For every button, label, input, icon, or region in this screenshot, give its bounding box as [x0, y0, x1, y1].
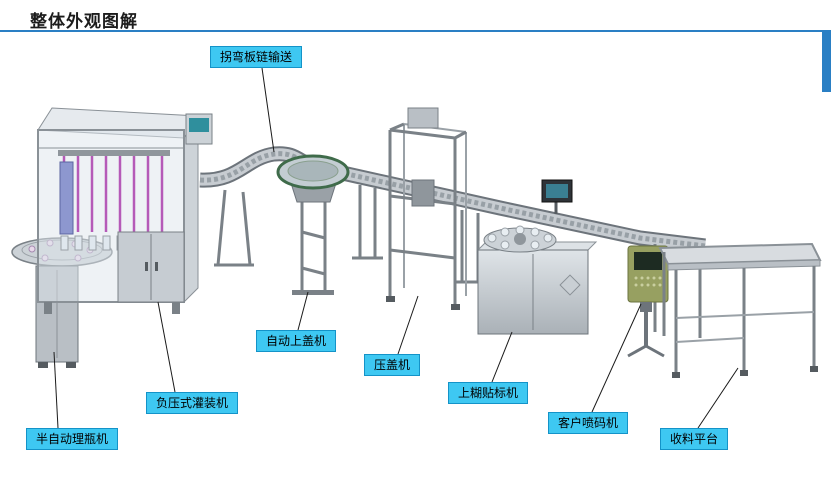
- callout-curve-conveyor: 拐弯板链输送: [210, 46, 303, 68]
- callout-bottle-unscrambler: 半自动理瓶机: [26, 428, 119, 450]
- title-rule: [0, 30, 831, 32]
- collect-platform-drawing: [658, 242, 822, 378]
- labeling-machine-drawing: [476, 179, 598, 335]
- callout-collect-platform: 收料平台: [660, 428, 729, 450]
- right-accent-bar: [822, 30, 831, 92]
- inkjet-coder-drawing: [627, 245, 669, 358]
- callout-auto-capper: 自动上盖机: [256, 330, 337, 352]
- auto-capper-drawing: [276, 154, 350, 295]
- cap-press-drawing: [386, 107, 467, 310]
- callout-vacuum-filler: 负压式灌装机: [146, 392, 239, 414]
- callout-cap-press: 压盖机: [364, 354, 421, 376]
- callout-inkjet-coder: 客户喷码机: [548, 412, 629, 434]
- vacuum-filler-drawing: [37, 107, 213, 314]
- callout-labeling-machine: 上糊贴标机: [448, 382, 529, 404]
- callout-leader-lines: [53, 67, 739, 429]
- page-title: 整体外观图解: [30, 12, 138, 31]
